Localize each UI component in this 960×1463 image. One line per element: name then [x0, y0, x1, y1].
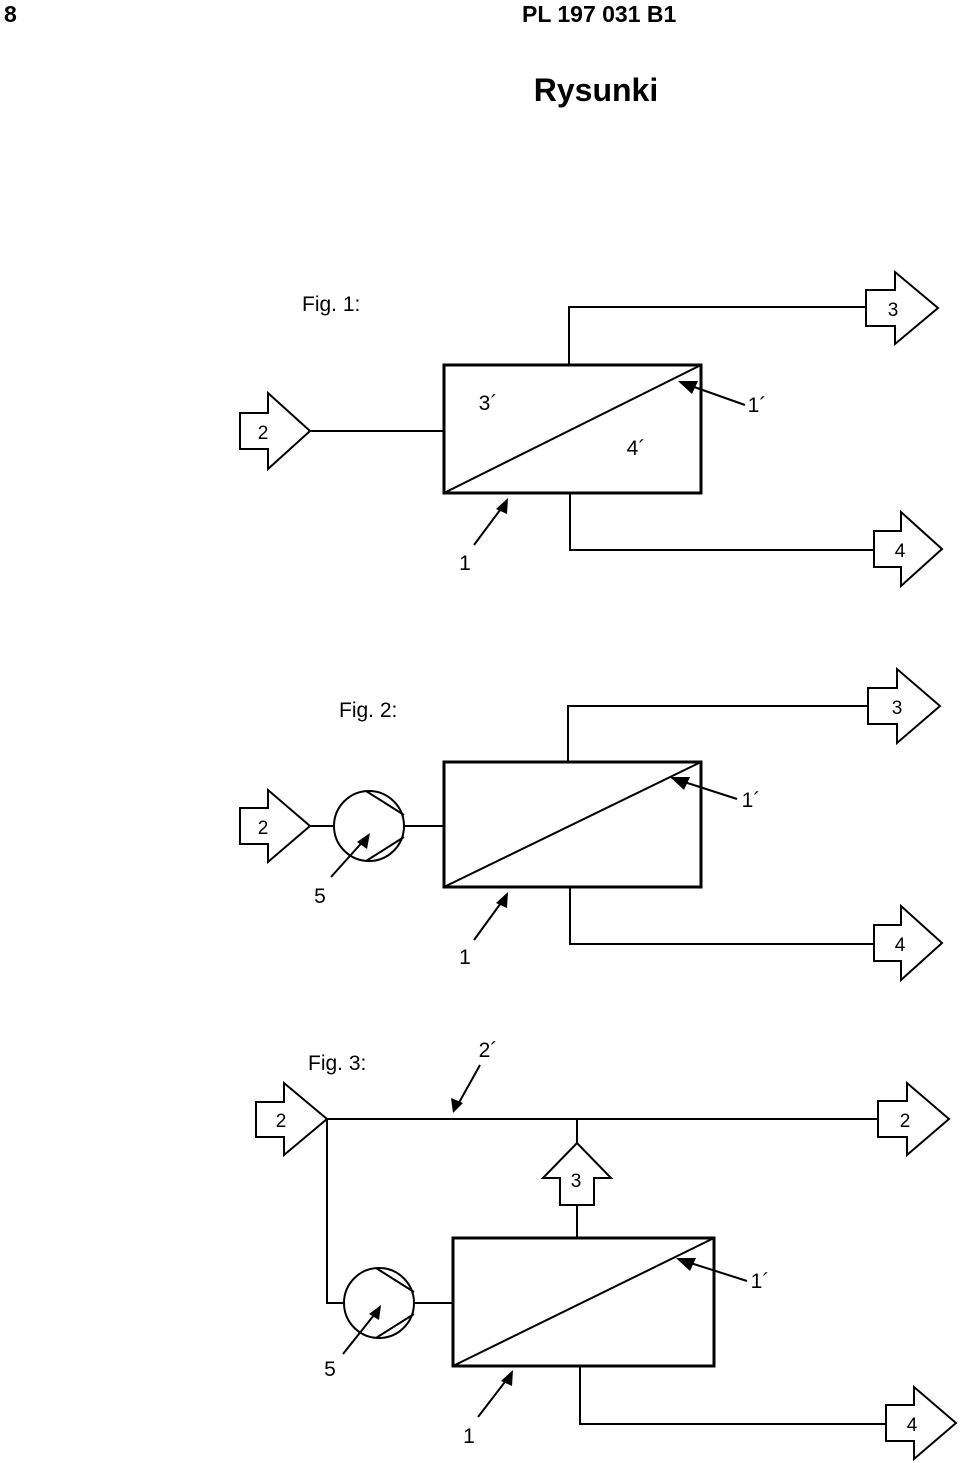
- inlet-arrow-2: [239, 390, 312, 472]
- pump-blade-bottom: [375, 1313, 415, 1339]
- inlet-arrow-2: [239, 787, 312, 865]
- bypass-label: 2´: [479, 1039, 498, 1062]
- permeate-line: [569, 887, 874, 945]
- outlet-arrow-3-label: 3: [892, 698, 903, 719]
- outlet-arrow-4: [873, 509, 944, 589]
- outlet-arrow-4-label: 4: [907, 1415, 918, 1436]
- membrane-module: [442, 363, 703, 495]
- pump-pointer-label: 5: [324, 1358, 336, 1381]
- outlet-arrow-3-label: 3: [888, 300, 899, 321]
- membrane-diagonal: [443, 761, 702, 888]
- membrane-pointer-label: 1´: [742, 789, 761, 812]
- pump-blade-top: [375, 1267, 415, 1293]
- outlet-arrow-4-label: 4: [895, 541, 906, 562]
- pump-pointer: [342, 1309, 379, 1355]
- figure-3: Fig. 3: 2´ 2 2 3 5 1´: [255, 1039, 958, 1462]
- figure-3-caption: Fig. 3:: [308, 1052, 366, 1075]
- patent-number: PL 197 031 B1: [522, 1, 677, 27]
- pump-pointer-head: [369, 1305, 381, 1320]
- pump-circle: [343, 1267, 415, 1339]
- membrane-diagonal: [443, 364, 702, 494]
- pump-pointer: [330, 837, 367, 878]
- outlet-arrow-4: [873, 903, 944, 983]
- module-pointer-head: [496, 498, 508, 514]
- outlet-arrow-4: [885, 1384, 958, 1462]
- outlet-arrow-2: [877, 1080, 951, 1158]
- outlet-arrow-2-label: 2: [900, 1111, 911, 1132]
- permeate-line: [579, 1366, 886, 1425]
- page-number: 8: [4, 1, 17, 27]
- membrane-pointer-label: 1´: [751, 1270, 770, 1293]
- module-pointer-label: 1: [459, 946, 471, 969]
- pump-blade-top: [365, 790, 405, 816]
- membrane-module: [442, 760, 703, 889]
- pump-circle: [333, 790, 405, 862]
- pump-branch-line: [326, 1119, 345, 1304]
- pump-blade-bottom: [365, 836, 405, 862]
- pump-pointer-head: [357, 833, 370, 849]
- membrane-pointer-head: [678, 381, 698, 394]
- retentate-zone-label: 3´: [479, 392, 498, 415]
- permeate-zone-label: 4´: [627, 437, 646, 460]
- membrane-module: [451, 1236, 716, 1368]
- up-arrow-3-label: 3: [571, 1171, 582, 1192]
- inlet-arrow-label: 2: [258, 818, 269, 839]
- figure-1: Fig. 1: 2 3´ 4´ 3 4 1´ 1: [239, 269, 944, 589]
- figure-2: Fig. 2: 2 5 3 4 1´ 1: [239, 666, 944, 983]
- permeate-line: [569, 493, 874, 551]
- bypass-pointer-head: [451, 1098, 463, 1113]
- inlet-arrow-label: 2: [276, 1111, 287, 1132]
- module-pointer-head: [501, 1370, 513, 1386]
- outlet-arrow-3: [865, 269, 940, 347]
- module-pointer-head: [496, 892, 508, 908]
- figure-2-caption: Fig. 2:: [339, 699, 397, 722]
- page-title: Rysunki: [533, 72, 659, 108]
- inlet-arrow-2: [255, 1080, 329, 1158]
- membrane-pointer-head: [676, 1258, 696, 1271]
- figure-1-caption: Fig. 1:: [302, 293, 360, 316]
- retentate-line: [567, 705, 868, 762]
- membrane-diagonal: [452, 1237, 715, 1367]
- outlet-arrow-4-label: 4: [895, 935, 906, 956]
- module-pointer-label: 1: [459, 552, 471, 575]
- membrane-pointer-head: [670, 777, 690, 790]
- pump-pointer-label: 5: [314, 885, 326, 908]
- inlet-arrow-label: 2: [258, 423, 269, 444]
- membrane-pointer-label: 1´: [748, 394, 767, 417]
- outlet-arrow-3: [867, 666, 942, 746]
- bypass-pointer: [455, 1064, 481, 1109]
- retentate-line: [568, 306, 866, 365]
- module-pointer-label: 1: [463, 1425, 475, 1448]
